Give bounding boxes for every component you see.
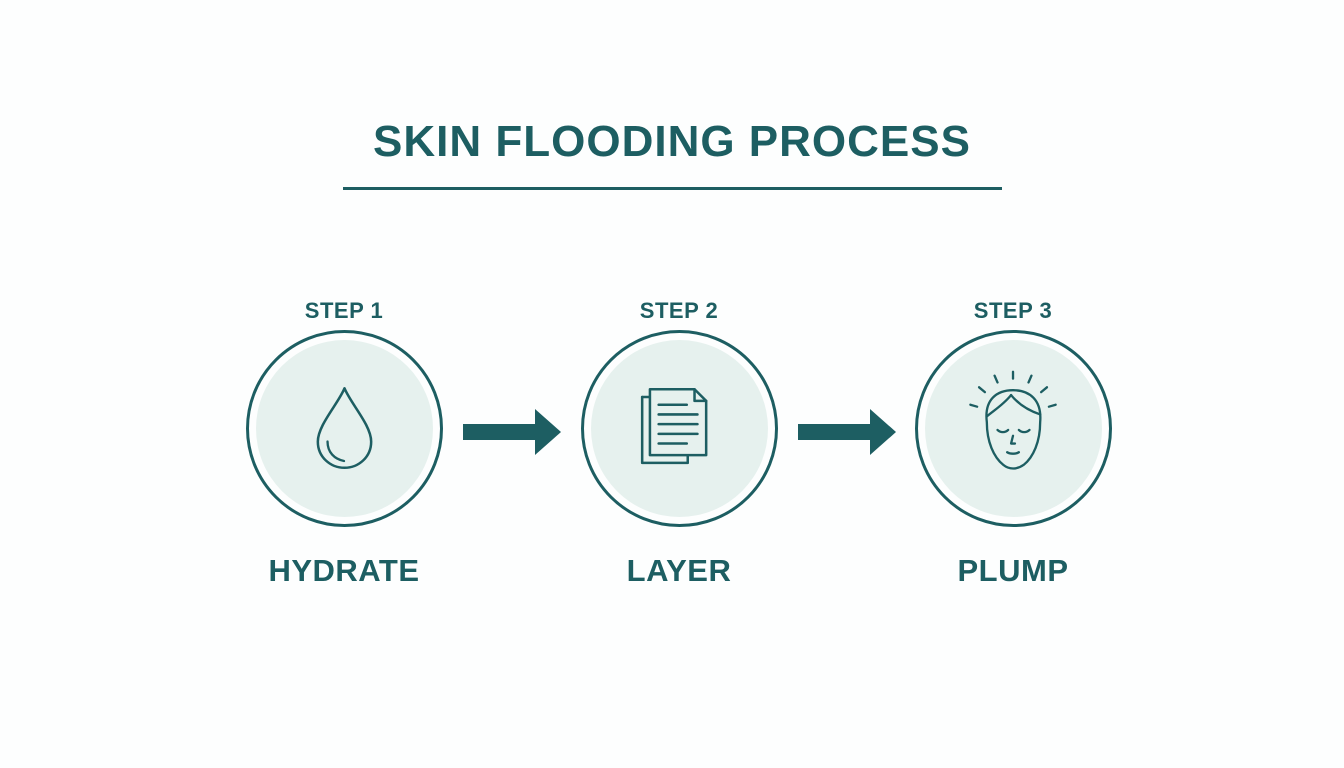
step-1-circle	[245, 330, 443, 527]
water-drop-icon	[316, 387, 372, 470]
step-2: STEP 2 LAYER	[549, 296, 809, 591]
step-1-label: STEP 1	[304, 298, 384, 323]
layered-documents-icon	[640, 387, 707, 465]
step-3: STEP 3	[883, 296, 1143, 591]
diagram-title: SKIN FLOODING PROCESS	[373, 117, 971, 166]
step-2-circle	[580, 330, 778, 527]
radiant-face-icon	[968, 370, 1057, 470]
step-1: STEP 1 HYDRATE	[214, 296, 474, 591]
step-2-name: LAYER	[626, 553, 732, 588]
step-2-label: STEP 2	[639, 298, 719, 323]
step-3-name: PLUMP	[957, 553, 1069, 588]
step-3-circle	[914, 330, 1112, 527]
arrow-right-icon	[463, 409, 561, 455]
title-underline	[343, 187, 1002, 190]
step-3-label: STEP 3	[973, 298, 1053, 323]
step-1-name: HYDRATE	[268, 553, 420, 588]
arrow-right-icon	[798, 409, 896, 455]
